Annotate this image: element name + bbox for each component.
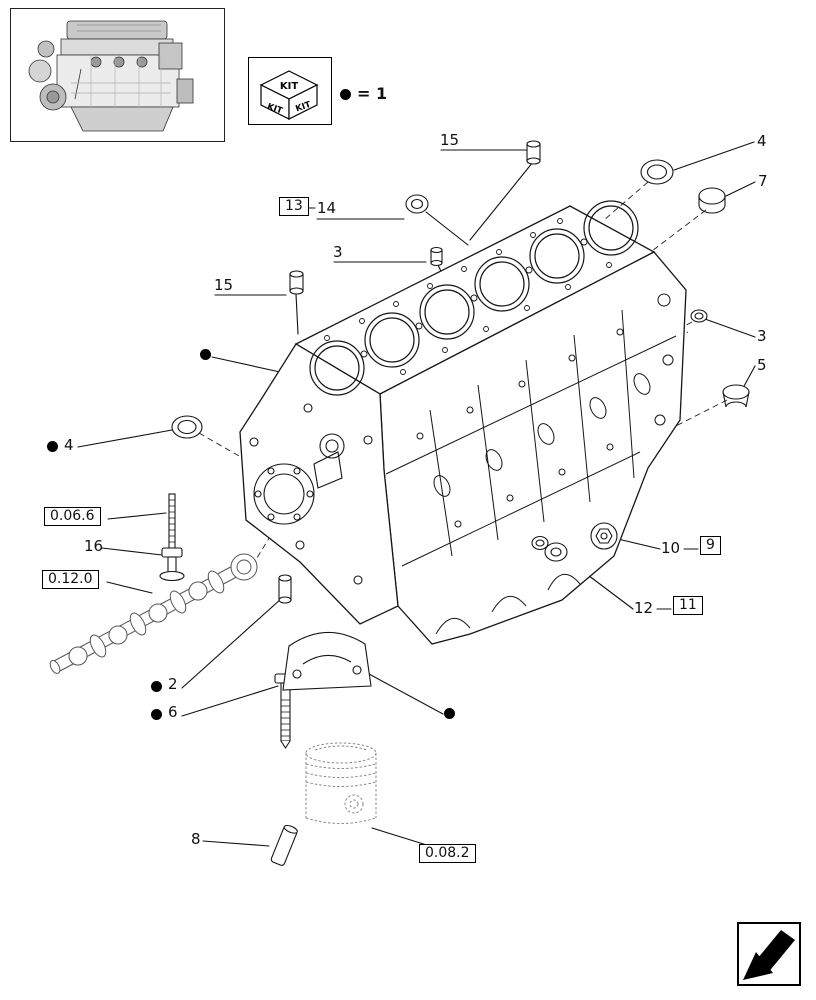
part-plug-15-left: [289, 270, 304, 295]
engine-block: [239, 200, 687, 645]
kit-dot-icon: [200, 349, 211, 360]
kit-label-left: KIT: [266, 102, 284, 117]
callout-6: 6: [168, 703, 178, 721]
callout-2: 2: [168, 675, 178, 693]
part-plug-3-right: [690, 309, 708, 323]
callout-15-left: 15: [214, 276, 234, 294]
callout-5: 5: [757, 356, 767, 374]
callout-13-boxed: 13: [279, 197, 309, 217]
part-stud-16: [159, 493, 185, 582]
camshaft: [49, 553, 258, 674]
kit-dot-icon: [151, 709, 162, 720]
kit-label-right: KIT: [294, 100, 312, 115]
callout-3-top: 3: [333, 243, 343, 261]
callout-4-left: 4: [64, 436, 74, 454]
callout-4-top-right: 4: [757, 132, 767, 150]
callout-12: 12: [634, 599, 654, 617]
callout-11-boxed: 11: [673, 596, 703, 616]
part-seal-4-right: [640, 159, 674, 185]
part-pin-8: [270, 824, 298, 866]
part-plug-12: [531, 535, 568, 562]
part-bushing-7: [698, 187, 726, 214]
callout-14: 14: [317, 199, 337, 217]
ref-section-0082[interactable]: 0.08.2: [419, 844, 476, 864]
part-plug-3-top: [430, 246, 443, 267]
part-plug-14: [405, 194, 429, 214]
piston: [305, 742, 377, 824]
next-section-button[interactable]: [737, 922, 801, 986]
kit-dot-icon: [340, 89, 351, 100]
kit-label-top: KIT: [280, 81, 298, 92]
kit-dot-icon: [47, 441, 58, 452]
kit-legend-box: KIT KIT KIT: [248, 57, 332, 125]
kit-dot-icon: [444, 708, 455, 719]
engine-overview-thumbnail[interactable]: [10, 8, 225, 142]
callout-7: 7: [758, 172, 768, 190]
callout-10: 10: [661, 539, 681, 557]
part-dowel-2: [278, 574, 292, 604]
part-plug-15-top: [526, 140, 541, 165]
callout-9-boxed: 9: [700, 536, 721, 556]
page-arrow-icon: [743, 930, 795, 980]
ref-section-0120[interactable]: 0.12.0: [42, 570, 99, 590]
kit-dot-icon: [151, 681, 162, 692]
engine-thumbnail-art: [28, 20, 194, 132]
callout-15-top: 15: [440, 131, 460, 149]
part-plug-10: [590, 522, 618, 550]
callout-3-right: 3: [757, 327, 767, 345]
ref-section-0066[interactable]: 0.06.6: [44, 507, 101, 527]
part-cup-plug-5: [722, 384, 750, 408]
kit-cube-icon: KIT KIT KIT: [259, 70, 319, 120]
callout-16: 16: [84, 537, 104, 555]
part-seal-4-left: [171, 415, 203, 439]
callout-8: 8: [191, 830, 201, 848]
part-bearing-cap: [282, 631, 372, 691]
kit-equals-label: = 1: [357, 84, 388, 103]
